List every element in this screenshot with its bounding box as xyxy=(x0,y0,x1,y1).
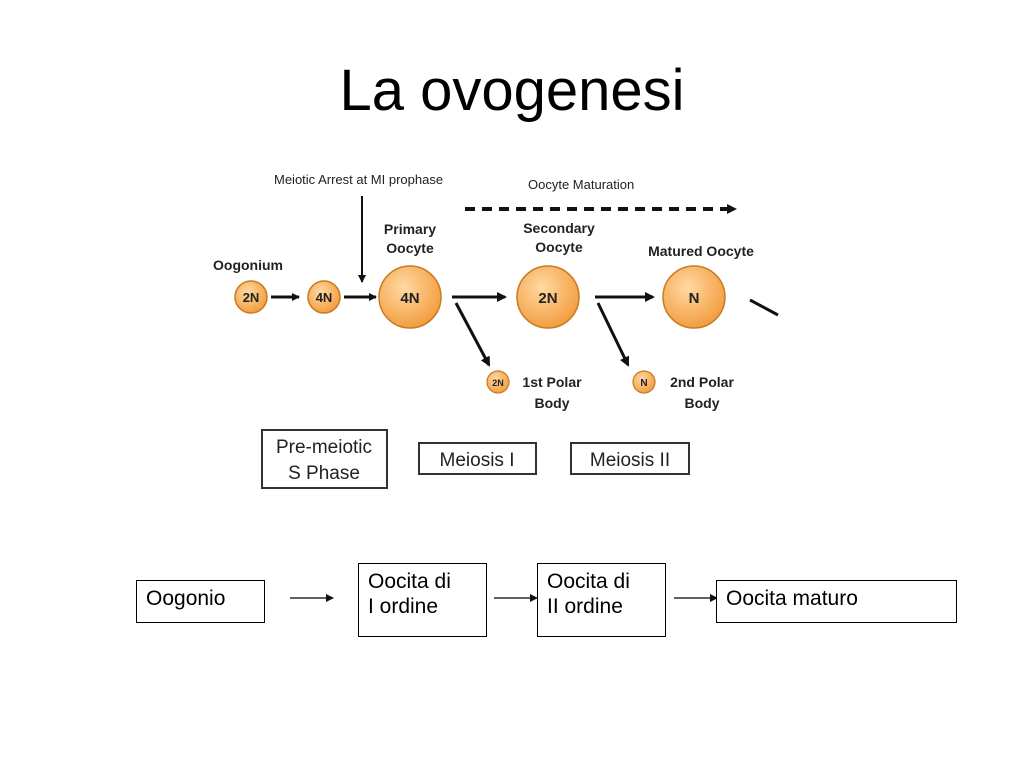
cell-primary-oocyte xyxy=(378,265,442,329)
polar2-label-2: Body xyxy=(685,395,720,411)
flow-box-oogonio: Oogonio xyxy=(136,580,265,623)
cell-oogonium xyxy=(234,280,268,314)
phase-meiosis2: Meiosis II xyxy=(590,450,670,471)
primary-label-1: Primary xyxy=(384,221,436,237)
cell-oogonium-label: 2N xyxy=(243,290,260,305)
phase-box-meiosis2 xyxy=(570,442,690,475)
cell-secondary-oocyte-label: 2N xyxy=(538,290,557,307)
cell-secondary-oocyte xyxy=(516,265,580,329)
cell-primary-oocyte-label: 4N xyxy=(400,290,419,307)
phase-premeiotic-1: Pre-meiotic xyxy=(276,437,372,458)
flow-oocita1-line1: Oocita di xyxy=(368,570,451,593)
flow-oocita2-line1: Oocita di xyxy=(547,570,630,593)
polar2-label-1: 2nd Polar xyxy=(670,374,734,390)
arrow-secondary-polar2 xyxy=(596,302,630,367)
flow-oocita2-line2: II ordine xyxy=(547,595,623,619)
primary-label-2: Oocyte xyxy=(386,240,434,256)
cell-polar-body-2 xyxy=(632,370,656,394)
slide-title: La ovogenesi xyxy=(339,58,685,123)
flow-oocita1-line2: I ordine xyxy=(368,595,439,619)
polar1-label-2: Body xyxy=(535,395,570,411)
oogonium-label: Oogonium xyxy=(213,257,283,273)
arrow-primary-polar1 xyxy=(454,302,491,367)
phase-premeiotic-2: S Phase xyxy=(288,463,360,484)
secondary-label-1: Secondary xyxy=(523,220,595,236)
secondary-label-2: Oocyte xyxy=(535,239,583,255)
flow-box-oocita-2: Oocita di II ordine xyxy=(537,563,666,637)
phase-box-premeiotic xyxy=(261,429,388,489)
cell-replicated xyxy=(307,280,341,314)
cell-replicated-label: 4N xyxy=(316,290,333,305)
flow-oocita-maturo-text: Oocita maturo xyxy=(726,587,858,610)
phase-meiosis1: Meiosis I xyxy=(440,450,515,471)
matured-label: Matured Oocyte xyxy=(648,243,754,259)
cell-matured-oocyte xyxy=(662,265,726,329)
flow-box-oocita-1: Oocita di I ordine xyxy=(358,563,487,637)
maturation-label: Oocyte Maturation xyxy=(528,177,634,192)
polar1-label-1: 1st Polar xyxy=(522,374,582,390)
flow-box-oocita-maturo: Oocita maturo xyxy=(716,580,957,623)
cell-polar-body-1 xyxy=(486,370,510,394)
arrow-matured-cut xyxy=(749,298,779,317)
cell-polar-body-1-label: 2N xyxy=(492,378,504,388)
phase-box-meiosis1 xyxy=(418,442,537,475)
arrest-label: Meiotic Arrest at MI prophase xyxy=(274,172,443,187)
cell-matured-oocyte-label: N xyxy=(689,290,700,307)
cell-polar-body-2-label: N xyxy=(640,378,647,389)
flow-oogonio-text: Oogonio xyxy=(146,587,226,610)
